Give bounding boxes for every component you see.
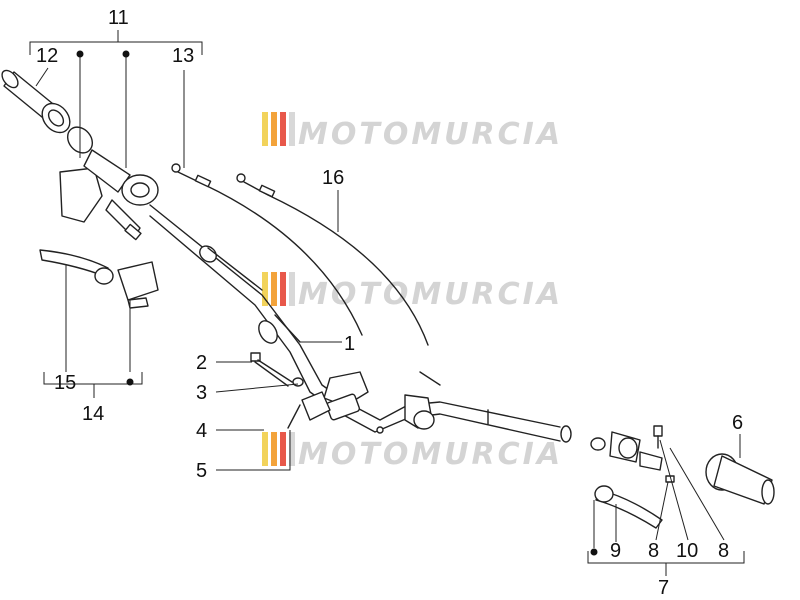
watermark-text: MOTOMURCIA — [298, 437, 563, 472]
callout-dot — [76, 50, 84, 58]
callout-9: 9 — [610, 540, 621, 562]
callout-14: 14 — [82, 403, 104, 425]
adjuster — [653, 425, 663, 449]
callout-7: 7 — [658, 577, 669, 599]
callout-8a: 8 — [648, 540, 659, 562]
watermark-logo-stripes — [262, 272, 295, 306]
watermark-logo-stripes — [262, 432, 295, 466]
callout-dot — [590, 548, 598, 556]
throttle-cable-b — [236, 173, 429, 346]
right-brake-lever — [594, 485, 663, 529]
watermark-text: MOTOMURCIA — [298, 117, 563, 152]
left-master-cylinder — [117, 261, 159, 309]
right-grip — [705, 453, 775, 505]
watermark-3: MOTOMURCIA — [262, 432, 563, 472]
left-grip — [1, 69, 71, 134]
callout-10: 10 — [676, 540, 698, 562]
watermark-logo-stripes — [262, 112, 295, 146]
callout-3: 3 — [196, 382, 207, 404]
callout-labels: 11 12 13 16 1 2 3 4 5 15 14 6 9 8 10 8 7 — [36, 7, 743, 599]
callout-5: 5 — [196, 460, 207, 482]
callout-12: 12 — [36, 45, 58, 67]
handlebar — [149, 204, 572, 443]
callout-dot — [126, 378, 134, 386]
callout-dots — [76, 50, 598, 556]
callout-8b: 8 — [718, 540, 729, 562]
callout-6: 6 — [732, 412, 743, 434]
screw — [250, 352, 293, 387]
clamp — [287, 391, 331, 429]
left-brake-lever — [39, 249, 114, 285]
watermark-1: MOTOMURCIA — [262, 112, 563, 152]
watermark-text: MOTOMURCIA — [298, 277, 563, 312]
callout-1: 1 — [344, 333, 355, 355]
callout-15: 15 — [54, 372, 76, 394]
callout-11: 11 — [108, 7, 129, 29]
throttle-cable-a — [171, 163, 363, 336]
callout-leaders — [29, 30, 745, 576]
callout-2: 2 — [196, 352, 207, 374]
callout-4: 4 — [196, 420, 207, 442]
watermark-2: MOTOMURCIA — [262, 272, 563, 312]
callout-13: 13 — [172, 45, 194, 67]
throttle-assembly — [59, 126, 159, 241]
callout-16: 16 — [322, 167, 344, 189]
callout-dot — [122, 50, 130, 58]
right-switch-housing — [590, 431, 663, 471]
